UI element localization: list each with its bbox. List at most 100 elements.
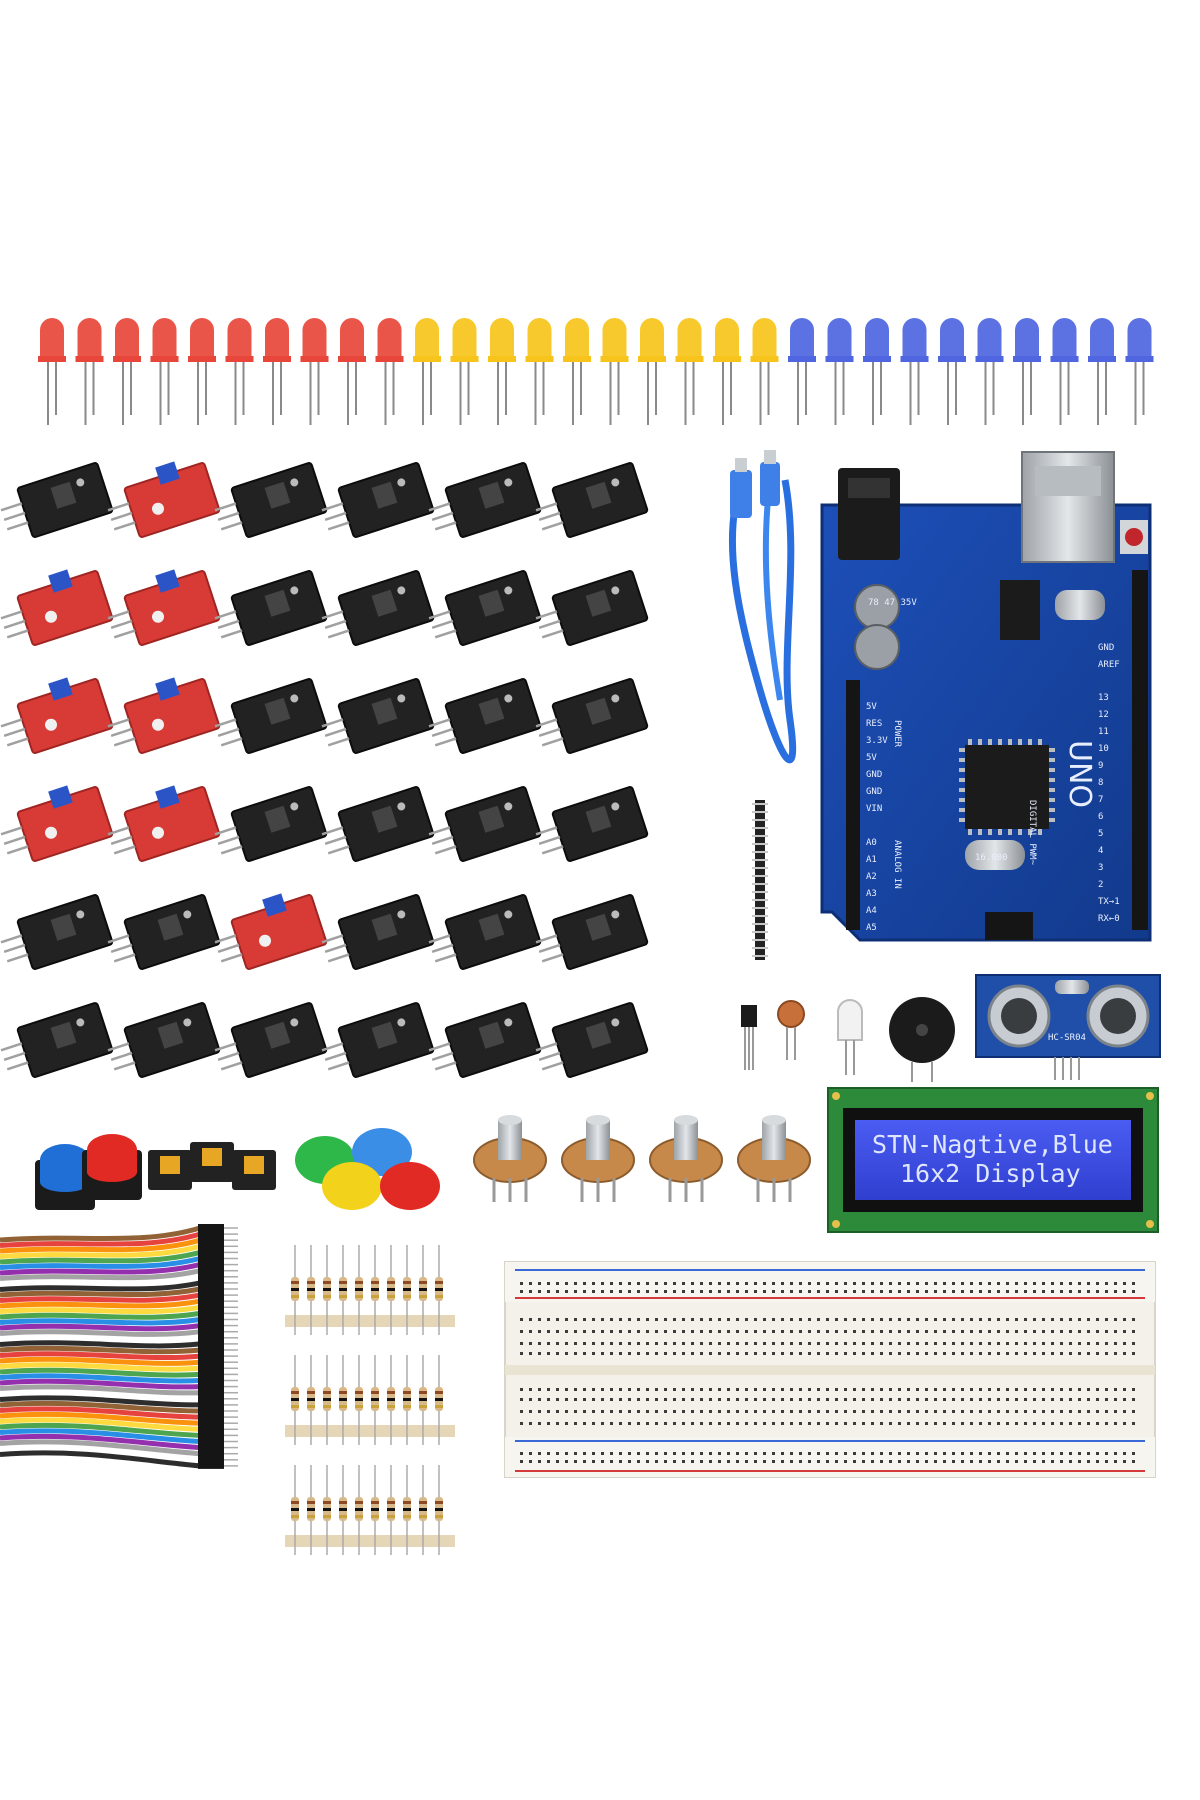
- breadboard-hole: [853, 1318, 856, 1321]
- breadboard-hole: [628, 1388, 631, 1391]
- breadboard-hole: [520, 1342, 523, 1345]
- resistor-band: [435, 1515, 443, 1518]
- trimmer-pot: [48, 569, 73, 593]
- module-pin: [321, 1042, 344, 1052]
- chip-pin: [1018, 829, 1022, 835]
- module-pin: [538, 1051, 561, 1061]
- breadboard-hole: [664, 1318, 667, 1321]
- sensor-module: [321, 894, 435, 970]
- breadboard-hole: [1060, 1330, 1063, 1333]
- breadboard-hole: [1033, 1318, 1036, 1321]
- breadboard-hole: [772, 1460, 775, 1463]
- breadboard-hole: [1024, 1422, 1027, 1425]
- breadboard-hole: [781, 1290, 784, 1293]
- breadboard-hole: [889, 1342, 892, 1345]
- wire-connector: [198, 1388, 224, 1396]
- breadboard-hole: [610, 1342, 613, 1345]
- breadboard-hole: [826, 1330, 829, 1333]
- breadboard-hole: [520, 1282, 523, 1285]
- breadboard-hole: [610, 1452, 613, 1455]
- breadboard-hole: [1006, 1398, 1009, 1401]
- jumper-wire: [0, 1334, 201, 1343]
- breadboard-hole: [736, 1352, 739, 1355]
- breadboard-hole: [799, 1342, 802, 1345]
- breadboard-hole: [808, 1410, 811, 1413]
- breadboard-hole: [862, 1388, 865, 1391]
- breadboard-hole: [673, 1460, 676, 1463]
- wire-connector: [198, 1297, 224, 1305]
- breadboard-hole: [871, 1352, 874, 1355]
- module-pin: [107, 826, 130, 836]
- digital-pin-label: GND: [1098, 643, 1114, 653]
- jumper-wire: [0, 1444, 201, 1463]
- chip-pin: [959, 768, 965, 772]
- mount-hole: [504, 586, 513, 595]
- breadboard-hole: [1096, 1290, 1099, 1293]
- breadboard-hole: [997, 1342, 1000, 1345]
- breadboard-hole: [1087, 1318, 1090, 1321]
- breadboard-hole: [718, 1352, 721, 1355]
- module-pin: [535, 934, 558, 944]
- led-rim: [413, 356, 441, 362]
- resistor-band: [435, 1281, 443, 1284]
- breadboard-hole: [520, 1398, 523, 1401]
- breadboard-hole: [952, 1398, 955, 1401]
- breadboard-hole: [655, 1410, 658, 1413]
- breadboard-hole: [799, 1452, 802, 1455]
- breadboard-hole: [538, 1452, 541, 1455]
- resistor-band: [419, 1405, 427, 1408]
- breadboard-hole: [583, 1452, 586, 1455]
- chip-pin: [959, 818, 965, 822]
- module-component: [478, 589, 505, 617]
- breadboard-hole: [799, 1330, 802, 1333]
- module-pin: [434, 845, 457, 855]
- breadboard-hole: [817, 1460, 820, 1463]
- breadboard-hole: [781, 1452, 784, 1455]
- sensor-module: [535, 786, 649, 862]
- sensor-module: [0, 677, 114, 754]
- breadboard-hole: [952, 1318, 955, 1321]
- breadboard-hole: [907, 1410, 910, 1413]
- breadboard-hole: [1042, 1352, 1045, 1355]
- jumper-wire: [0, 1292, 201, 1303]
- breadboard-hole: [1114, 1318, 1117, 1321]
- breadboard-hole: [961, 1290, 964, 1293]
- resistor-band: [419, 1515, 427, 1518]
- resistor-band: [323, 1508, 331, 1511]
- breadboard-hole: [1096, 1282, 1099, 1285]
- lcd-screen: [855, 1120, 1131, 1200]
- wire-connector: [198, 1248, 224, 1256]
- breadboard-hole: [655, 1460, 658, 1463]
- led: [488, 318, 516, 425]
- breadboard-hole: [736, 1410, 739, 1413]
- analog-pin-label: A1: [866, 855, 877, 865]
- module-pin: [214, 610, 237, 620]
- mount-hole: [504, 1018, 513, 1027]
- breadboard-hole: [718, 1410, 721, 1413]
- resistor-band: [355, 1405, 363, 1408]
- led-body: [152, 318, 177, 360]
- module-pin: [3, 943, 26, 953]
- breadboard-hole: [961, 1398, 964, 1401]
- breadboard-hole: [673, 1410, 676, 1413]
- module-pin: [220, 953, 243, 963]
- resistor-band: [371, 1405, 379, 1408]
- breadboard-hole: [682, 1342, 685, 1345]
- led-rim: [975, 356, 1004, 362]
- breadboard-hole: [646, 1352, 649, 1355]
- jumper-wire: [0, 1256, 201, 1270]
- potentiometers: [473, 1115, 811, 1202]
- breadboard-hole: [547, 1282, 550, 1285]
- breadboard-hole: [718, 1398, 721, 1401]
- breadboard-hole: [925, 1290, 928, 1293]
- breadboard-hole: [790, 1422, 793, 1425]
- breadboard-hole: [583, 1410, 586, 1413]
- breadboard-hole: [700, 1330, 703, 1333]
- reset-button: [1125, 528, 1143, 546]
- breadboard-hole: [745, 1352, 748, 1355]
- breadboard-hole: [1069, 1410, 1072, 1413]
- wire-connector: [198, 1291, 224, 1299]
- trimmer-pot: [262, 893, 287, 917]
- breadboard-hole: [610, 1282, 613, 1285]
- breadboard-hole: [898, 1330, 901, 1333]
